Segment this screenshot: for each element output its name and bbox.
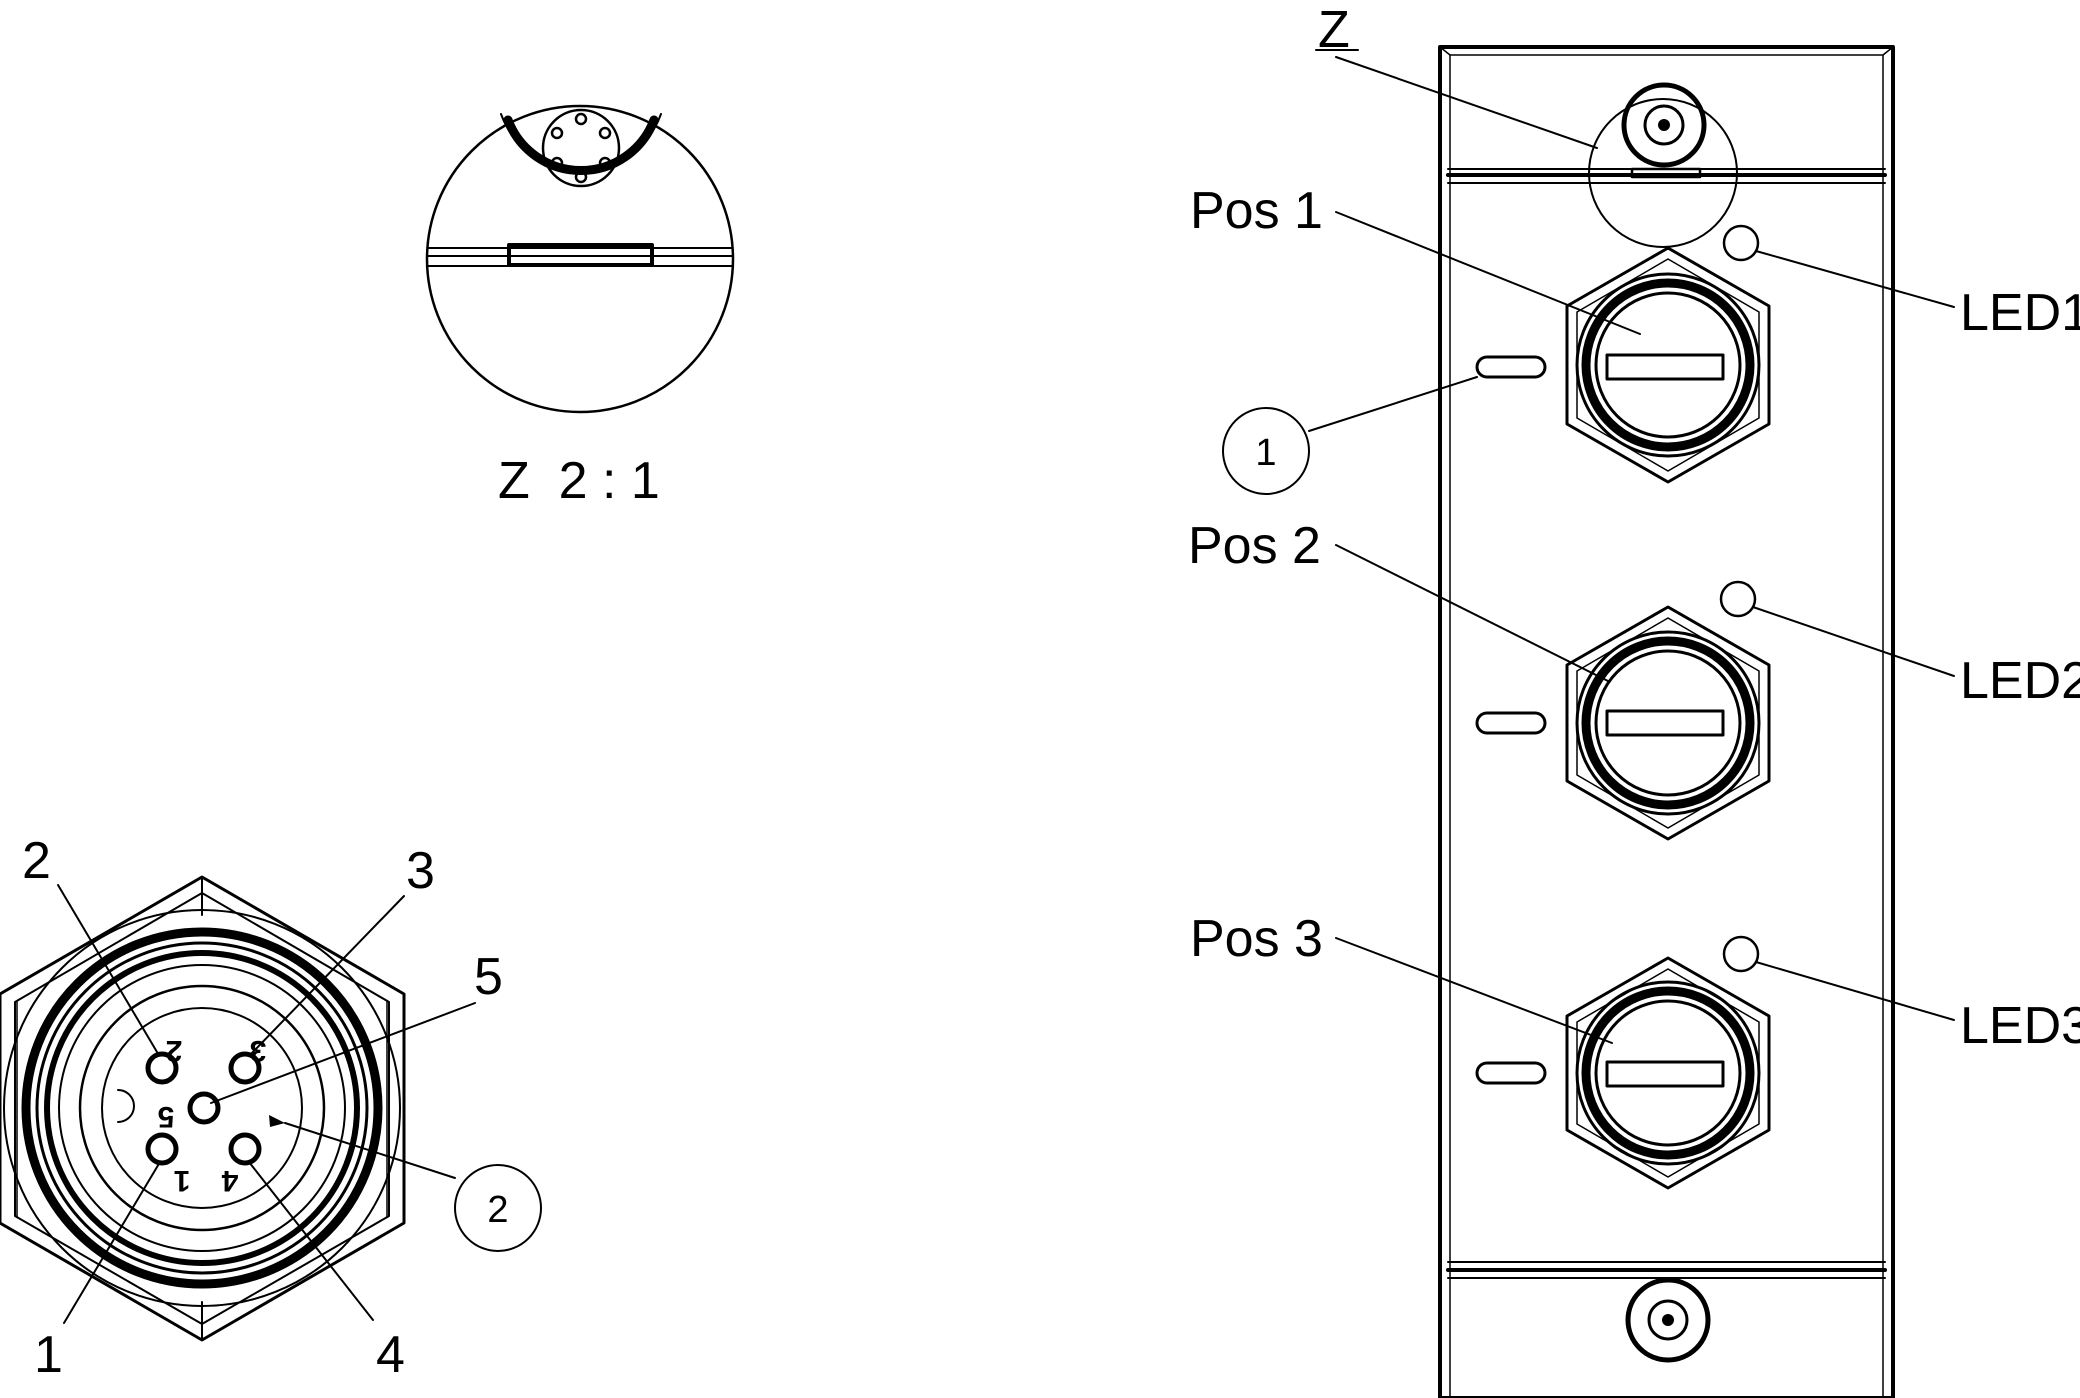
port-label-pos-2: Pos 2: [1188, 517, 1321, 575]
led-label-1: LED1: [1960, 284, 2080, 342]
pin-mark-4: 4: [221, 1164, 238, 1197]
module-leaders: [1308, 49, 1955, 1044]
balloon-1-label: 1: [1255, 432, 1276, 474]
status-slot-1: [1475, 355, 1547, 379]
callout-2: 2: [22, 832, 51, 890]
status-slot-2: [1475, 711, 1547, 735]
connector-face: [0, 875, 406, 1342]
led-label-3: LED3: [1960, 997, 2080, 1055]
led-label-2: LED2: [1960, 652, 2080, 710]
module-housing: [1438, 45, 1895, 1398]
top-screw-icon: [1621, 82, 1707, 168]
pin-mark-3: 3: [250, 1034, 267, 1067]
detail-view-z: [425, 104, 735, 414]
port-pos-1: [1565, 246, 1771, 484]
balloon-1: [1222, 407, 1310, 495]
detail-caption: Z 2 : 1: [498, 452, 660, 510]
status-slot-3: [1475, 1061, 1547, 1085]
balloon-2-label: 2: [487, 1189, 508, 1231]
callout-4: 4: [376, 1326, 405, 1384]
pin-mark-5: 5: [158, 1100, 175, 1133]
detail-marker: Z: [1318, 1, 1350, 59]
port-pos-2: [1565, 605, 1771, 841]
callout-1: 1: [34, 1326, 63, 1384]
led-3-icon: [1722, 935, 1760, 973]
port-label-pos-3: Pos 3: [1190, 910, 1323, 968]
callout-5: 5: [474, 948, 503, 1006]
callout-3: 3: [406, 842, 435, 900]
pin-mark-2: 2: [166, 1034, 183, 1067]
bottom-screw-icon: [1625, 1277, 1711, 1363]
balloon-2: [454, 1164, 542, 1252]
port-label-pos-1: Pos 1: [1190, 182, 1323, 240]
led-2-icon: [1719, 580, 1757, 618]
pin-mark-1: 1: [174, 1164, 191, 1197]
led-1-icon: [1722, 224, 1760, 262]
port-pos-3: [1565, 956, 1771, 1190]
connector-leaders: [57, 884, 476, 1324]
